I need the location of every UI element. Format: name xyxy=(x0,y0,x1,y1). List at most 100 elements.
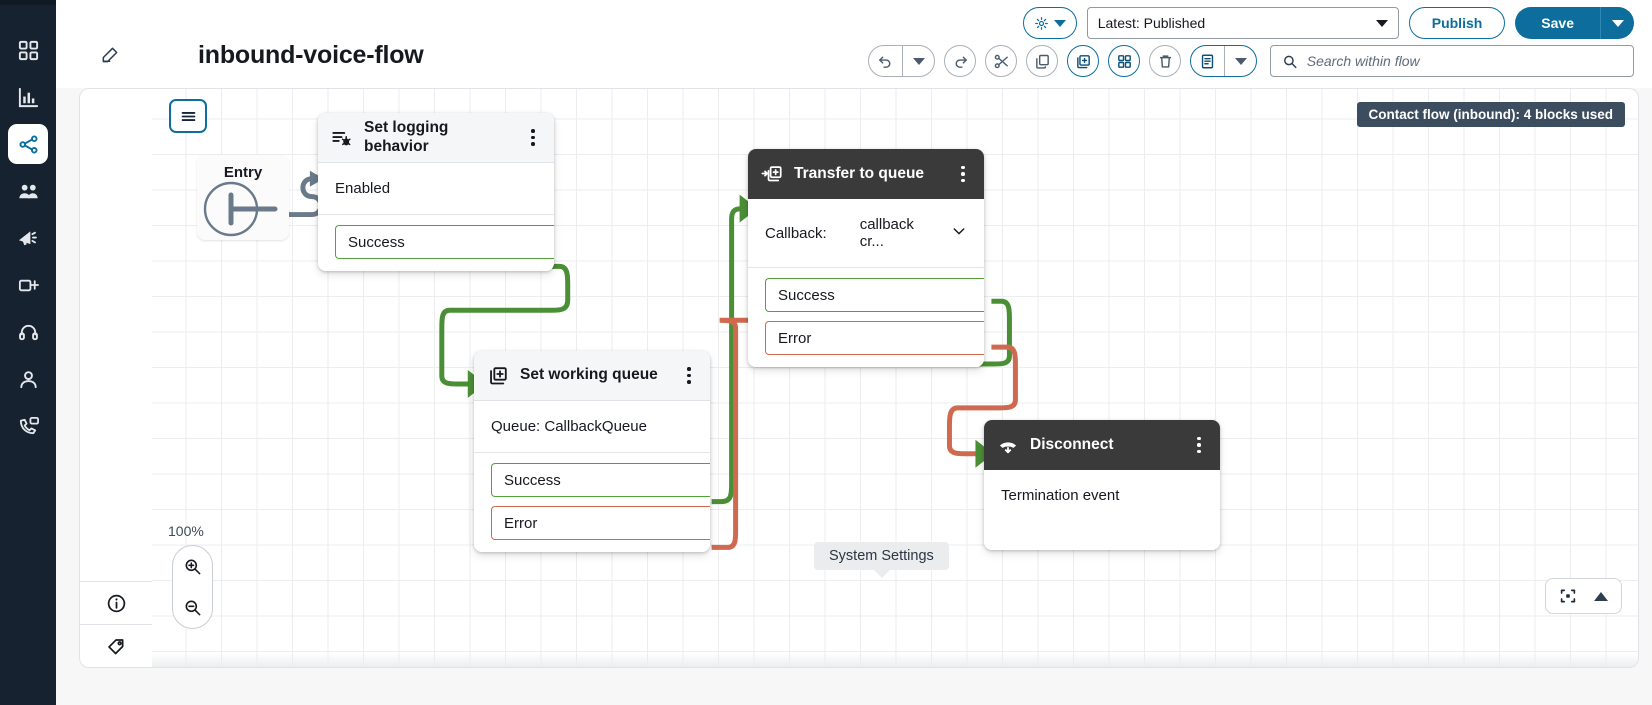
flow-tags-button[interactable] xyxy=(80,624,154,667)
wire-working-queue-error xyxy=(712,320,752,547)
node-body: Callback: callback cr... xyxy=(748,199,984,268)
sidebar-item-customer-profiles[interactable] xyxy=(8,359,48,399)
left-nav-rail xyxy=(0,0,56,705)
fit-to-screen-icon xyxy=(1559,587,1577,605)
node-set-working-queue[interactable]: Set working queue Queue: CallbackQueue S… xyxy=(474,351,710,552)
pencil-icon[interactable] xyxy=(100,45,120,65)
header-actions: Latest: Published Publish Save xyxy=(1023,7,1634,39)
node-title: Transfer to queue xyxy=(794,165,944,183)
hangup-phone-icon xyxy=(997,434,1019,456)
sidebar-item-channels[interactable] xyxy=(8,265,48,305)
node-transfer-to-queue[interactable]: Transfer to queue Callback: callback cr.… xyxy=(748,149,984,367)
notes-button-group xyxy=(1190,45,1257,77)
sidebar-item-agent-workspace[interactable] xyxy=(8,312,48,352)
entry-node[interactable]: Entry xyxy=(197,155,289,240)
fit-to-screen-button[interactable] xyxy=(1559,587,1577,605)
sidebar-item-campaigns[interactable] xyxy=(8,218,48,258)
megaphone-icon xyxy=(17,227,40,250)
copy-button[interactable] xyxy=(1026,45,1058,77)
sidebar-item-analytics[interactable] xyxy=(8,77,48,117)
version-select-value: Latest: Published xyxy=(1098,15,1205,31)
expand-up-icon[interactable] xyxy=(1594,592,1608,601)
undo-history-button[interactable] xyxy=(902,45,934,77)
node-body: Queue: CallbackQueue xyxy=(474,401,710,453)
save-dropdown-button[interactable] xyxy=(1600,7,1634,39)
port-success[interactable]: Success xyxy=(491,463,710,497)
port-error[interactable]: Error xyxy=(491,506,710,540)
chevron-down-icon xyxy=(1235,58,1247,65)
zoom-in-button[interactable] xyxy=(183,557,202,576)
zoom-controls xyxy=(172,545,213,629)
node-menu-button[interactable] xyxy=(955,166,971,183)
node-ports: Success Error xyxy=(474,453,710,552)
edit-toolbar xyxy=(868,45,1634,77)
node-ports: Success xyxy=(318,215,554,271)
save-button-group: Save xyxy=(1515,7,1634,39)
search-icon xyxy=(1282,53,1298,70)
flow-info-button[interactable] xyxy=(80,581,154,624)
gear-icon xyxy=(1034,16,1049,31)
node-set-logging-behavior[interactable]: Set logging behavior Enabled Success xyxy=(318,113,554,271)
tag-icon xyxy=(106,636,127,657)
port-success[interactable]: Success xyxy=(335,225,554,259)
notes-button[interactable] xyxy=(1191,45,1224,77)
log-bug-icon xyxy=(331,127,353,149)
canvas-menu-button[interactable] xyxy=(169,99,207,133)
chevron-down-icon xyxy=(1376,20,1388,27)
headset-icon xyxy=(17,321,40,344)
node-menu-button[interactable] xyxy=(1191,437,1207,454)
sidebar-item-flows[interactable] xyxy=(8,124,48,164)
undo-button[interactable] xyxy=(869,45,902,77)
port-success[interactable]: Success xyxy=(765,278,984,312)
cut-button[interactable] xyxy=(985,45,1017,77)
flow-title-row: inbound-voice-flow xyxy=(100,38,424,72)
system-settings-tooltip: System Settings xyxy=(814,542,949,570)
rail-top-divider xyxy=(0,0,56,5)
person-icon xyxy=(17,368,40,391)
node-header: Transfer to queue xyxy=(748,149,984,199)
flow-canvas[interactable]: Contact flow (inbound): 4 blocks used En… xyxy=(152,88,1639,668)
app-header: inbound-voice-flow Latest: Published Pub… xyxy=(56,0,1652,88)
node-menu-button[interactable] xyxy=(681,367,697,384)
redo-button[interactable] xyxy=(944,45,976,77)
port-error[interactable]: Error xyxy=(765,321,984,355)
node-disconnect[interactable]: Disconnect Termination event xyxy=(984,420,1220,550)
page-title: inbound-voice-flow xyxy=(198,41,424,70)
undo-icon xyxy=(877,53,894,70)
wire-working-queue-to-transfer xyxy=(712,209,750,502)
sidebar-item-dashboard[interactable] xyxy=(8,30,48,70)
callback-value: callback cr... xyxy=(860,216,935,250)
node-menu-button[interactable] xyxy=(525,129,541,146)
sidebar-item-contact-center[interactable] xyxy=(8,406,48,446)
node-title: Set working queue xyxy=(520,366,670,384)
working-queue-icon xyxy=(487,365,509,387)
add-block-button[interactable] xyxy=(1067,45,1099,77)
publish-button[interactable]: Publish xyxy=(1409,7,1506,39)
entry-label: Entry xyxy=(224,164,262,181)
node-body: Enabled xyxy=(318,163,554,215)
zoom-in-icon xyxy=(183,557,202,576)
info-icon xyxy=(106,593,127,614)
node-ports: Success Error xyxy=(748,268,984,367)
flow-settings-button[interactable] xyxy=(1023,7,1077,39)
chevron-down-icon[interactable] xyxy=(951,223,967,243)
chevron-down-icon xyxy=(1612,20,1624,27)
node-header: Disconnect xyxy=(984,420,1220,470)
dashboard-icon xyxy=(17,39,40,62)
grid-view-button[interactable] xyxy=(1108,45,1140,77)
version-select[interactable]: Latest: Published xyxy=(1087,7,1399,39)
delete-button[interactable] xyxy=(1149,45,1181,77)
notes-dropdown-button[interactable] xyxy=(1224,45,1256,77)
sidebar-item-users[interactable] xyxy=(8,171,48,211)
zoom-out-icon xyxy=(183,598,202,617)
search-input[interactable] xyxy=(1307,53,1622,69)
redacted-block xyxy=(132,38,194,72)
node-header: Set logging behavior xyxy=(318,113,554,163)
scissors-icon xyxy=(993,53,1010,70)
flow-branch-icon xyxy=(17,133,40,156)
analytics-icon xyxy=(17,86,40,109)
zoom-out-button[interactable] xyxy=(183,598,202,617)
canvas-bottom-fade xyxy=(152,653,1638,667)
save-button[interactable]: Save xyxy=(1515,7,1600,39)
